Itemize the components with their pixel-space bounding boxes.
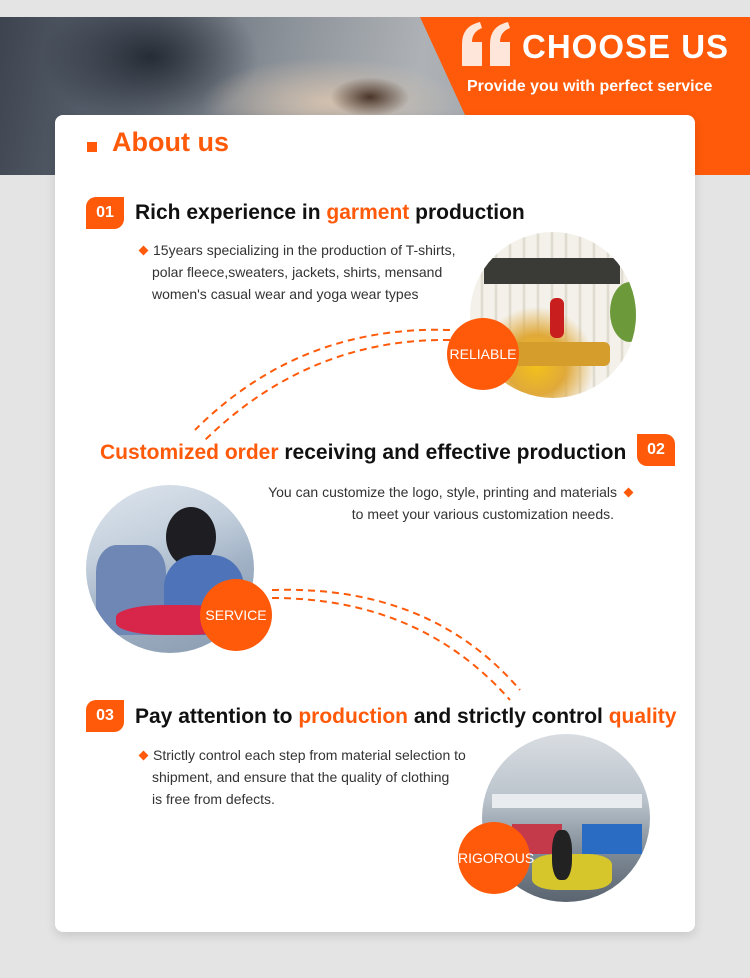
about-bullet-icon bbox=[87, 142, 97, 152]
diamond-bullet-icon bbox=[138, 750, 149, 761]
section-1-heading-pre: Rich experience in bbox=[135, 201, 327, 224]
section-2-desc-line: You can customize the logo, style, print… bbox=[236, 481, 634, 503]
quote-mark-icon bbox=[462, 22, 510, 66]
banner-photo-watch bbox=[330, 77, 410, 117]
section-1-desc-line: polar fleece,sweaters, jackets, shirts, … bbox=[152, 264, 443, 280]
tag-reliable: RELIABLE bbox=[447, 318, 519, 390]
worker bbox=[552, 830, 572, 880]
about-title: About us bbox=[112, 127, 229, 157]
section-1-heading-highlight: garment bbox=[326, 201, 410, 224]
reception-plant bbox=[610, 282, 636, 342]
section-1-heading-post: production bbox=[409, 201, 525, 224]
section-3-desc-line: is free from defects. bbox=[152, 791, 275, 807]
section-1-desc-line: women's casual wear and yoga wear types bbox=[152, 286, 419, 302]
section-1-desc-line: 15years specializing in the production o… bbox=[138, 239, 478, 261]
section-3-heading: Pay attention to production and strictly… bbox=[135, 705, 676, 729]
section-2-heading-post: receiving and effective production bbox=[278, 441, 627, 464]
diamond-bullet-icon bbox=[138, 245, 149, 256]
diamond-bullet-icon bbox=[623, 487, 634, 498]
choose-us-title: CHOOSE US bbox=[522, 28, 730, 65]
section-1-description: 15years specializing in the production o… bbox=[138, 239, 478, 305]
section-3-heading-highlight: production bbox=[298, 705, 409, 728]
warehouse-ceiling bbox=[492, 794, 642, 808]
section-3-heading-mid: and strictly control bbox=[408, 705, 609, 728]
section-2-heading: Customized order receiving and effective… bbox=[100, 441, 626, 465]
yellow-garments bbox=[532, 854, 612, 890]
reception-sign bbox=[484, 258, 620, 284]
section-3-desc-line: Strictly control each step from material… bbox=[138, 744, 488, 766]
section-3-heading-pre: Pay attention to bbox=[135, 705, 299, 728]
reception-knot bbox=[550, 298, 564, 338]
section-1-number-badge: 01 bbox=[86, 197, 124, 229]
section-3-desc-line: shipment, and ensure that the quality of… bbox=[152, 769, 450, 785]
section-3-description: Strictly control each step from material… bbox=[138, 744, 488, 810]
section-2-description: You can customize the logo, style, print… bbox=[236, 481, 634, 525]
choose-us-subtitle: Provide you with perfect service bbox=[467, 78, 713, 95]
section-3-heading-highlight-2: quality bbox=[608, 705, 677, 728]
blue-bins bbox=[582, 824, 642, 854]
section-2-heading-highlight: Customized order bbox=[100, 441, 279, 464]
section-2-desc-line: to meet your various customization needs… bbox=[351, 506, 614, 522]
section-2-number-badge: 02 bbox=[637, 434, 675, 466]
tag-service: SERVICE bbox=[200, 579, 272, 651]
section-1-heading: Rich experience in garment production bbox=[135, 201, 525, 225]
tag-rigorous: RIGOROUS bbox=[458, 822, 534, 894]
section-3-number-badge: 03 bbox=[86, 700, 124, 732]
